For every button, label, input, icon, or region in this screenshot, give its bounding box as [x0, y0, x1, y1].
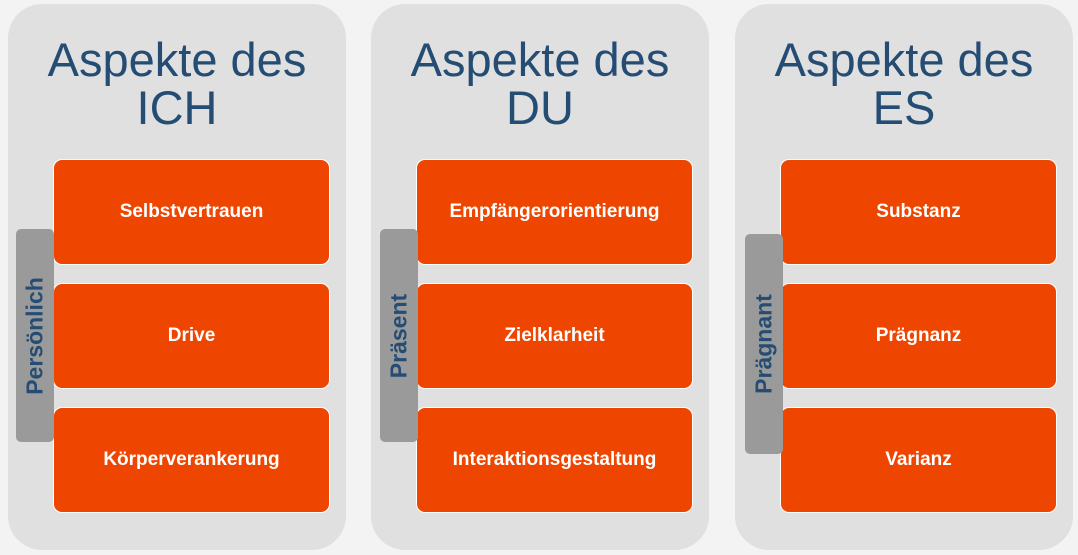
- panel-ich: Aspekte des ICH Selbstvertrauen Drive Kö…: [8, 4, 346, 550]
- side-label: Persönlich: [21, 276, 48, 395]
- panel-title: Aspekte des ICH: [8, 36, 346, 132]
- title-line: DU: [506, 81, 574, 134]
- title-line: ICH: [136, 81, 218, 134]
- side-label: Prägnant: [750, 294, 777, 394]
- side-label: Präsent: [385, 293, 412, 378]
- aspect-box: Körperverankerung: [53, 407, 330, 513]
- panel-title: Aspekte des DU: [371, 36, 709, 132]
- title-line: ES: [872, 81, 936, 134]
- side-label-tab: Präsent: [380, 229, 418, 442]
- side-label-tab: Persönlich: [16, 229, 54, 442]
- panel-es: Aspekte des ES Substanz Prägnanz Varianz…: [735, 4, 1073, 550]
- aspect-box: Interaktionsgestaltung: [416, 407, 693, 513]
- panel-title: Aspekte des ES: [735, 36, 1073, 132]
- title-line: Aspekte des: [47, 33, 307, 86]
- aspect-box: Empfängerorientierung: [416, 159, 693, 265]
- side-label-tab: Prägnant: [745, 234, 783, 454]
- aspect-box: Substanz: [780, 159, 1057, 265]
- aspect-box: Drive: [53, 283, 330, 389]
- panel-du: Aspekte des DU Empfängerorientierung Zie…: [371, 4, 709, 550]
- aspect-box: Selbstvertrauen: [53, 159, 330, 265]
- aspect-box: Prägnanz: [780, 283, 1057, 389]
- aspect-box: Zielklarheit: [416, 283, 693, 389]
- title-line: Aspekte des: [774, 33, 1034, 86]
- aspect-box: Varianz: [780, 407, 1057, 513]
- title-line: Aspekte des: [410, 33, 670, 86]
